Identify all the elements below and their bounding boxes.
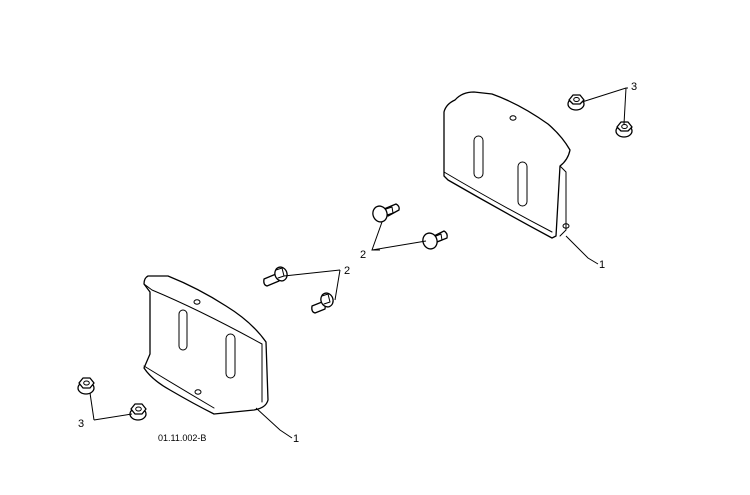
callout-3-upper: 3 <box>631 81 637 93</box>
flange-nut-upper-1 <box>567 94 585 111</box>
skid-shoe-right <box>443 91 571 239</box>
carriage-bolt-upper-2 <box>422 230 448 250</box>
callout-1-left: 1 <box>293 433 299 445</box>
callout-2-upper: 2 <box>360 249 366 261</box>
flange-nut-lower-1 <box>77 377 95 395</box>
skid-shoe-left <box>143 275 269 415</box>
carriage-bolt-lower-2 <box>311 292 334 314</box>
carriage-bolt-upper-1 <box>372 203 400 223</box>
callout-2-lower: 2 <box>344 265 350 277</box>
leader-lines <box>89 87 628 439</box>
callout-3-lower: 3 <box>78 418 84 430</box>
flange-nut-upper-2 <box>615 121 633 138</box>
flange-nut-lower-2 <box>129 403 147 421</box>
callout-1-right: 1 <box>599 259 605 271</box>
carriage-bolt-lower-1 <box>263 266 288 287</box>
drawing-reference: 01.11.002-B <box>158 433 206 443</box>
